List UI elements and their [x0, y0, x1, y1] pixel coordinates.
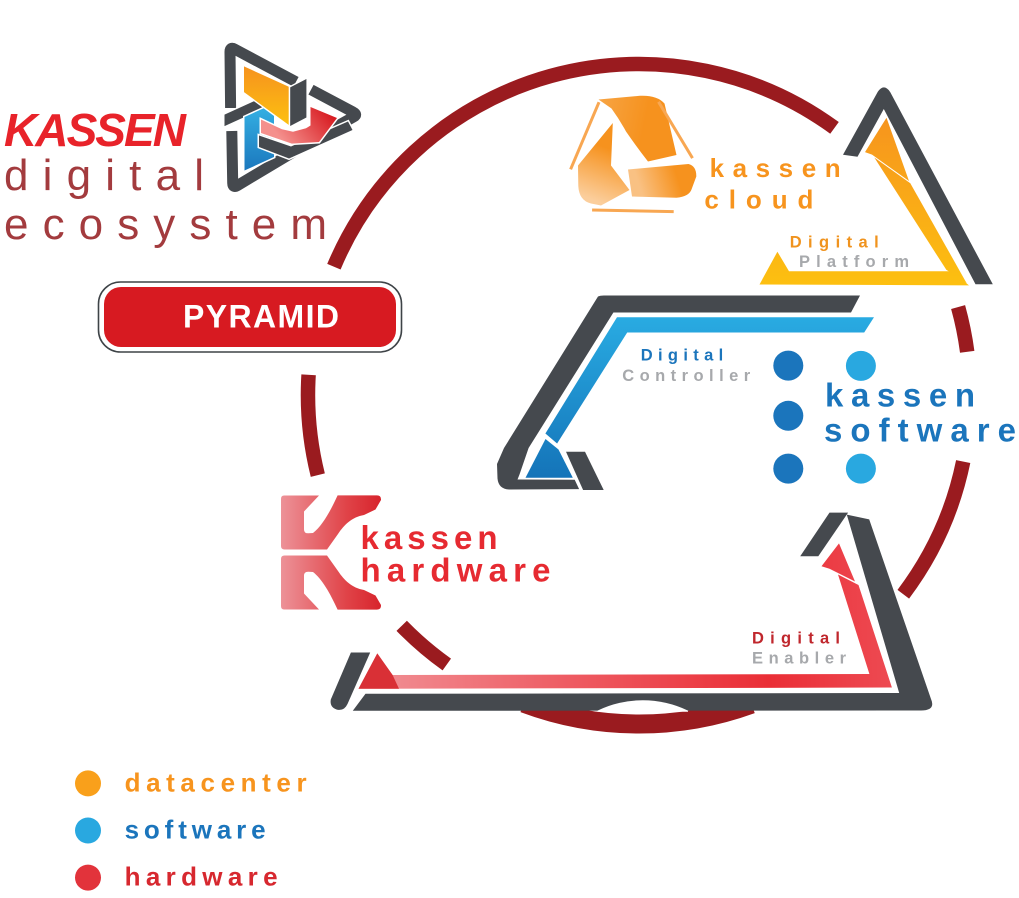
svg-text:PYRAMID: PYRAMID [183, 298, 339, 334]
svg-text:ecosystem: ecosystem [4, 200, 327, 249]
svg-text:Platform: Platform [799, 253, 909, 271]
svg-text:Controller: Controller [622, 367, 751, 385]
svg-text:software: software [125, 815, 266, 845]
svg-text:KASSEN: KASSEN [4, 104, 187, 156]
svg-text:software: software [824, 412, 1016, 449]
